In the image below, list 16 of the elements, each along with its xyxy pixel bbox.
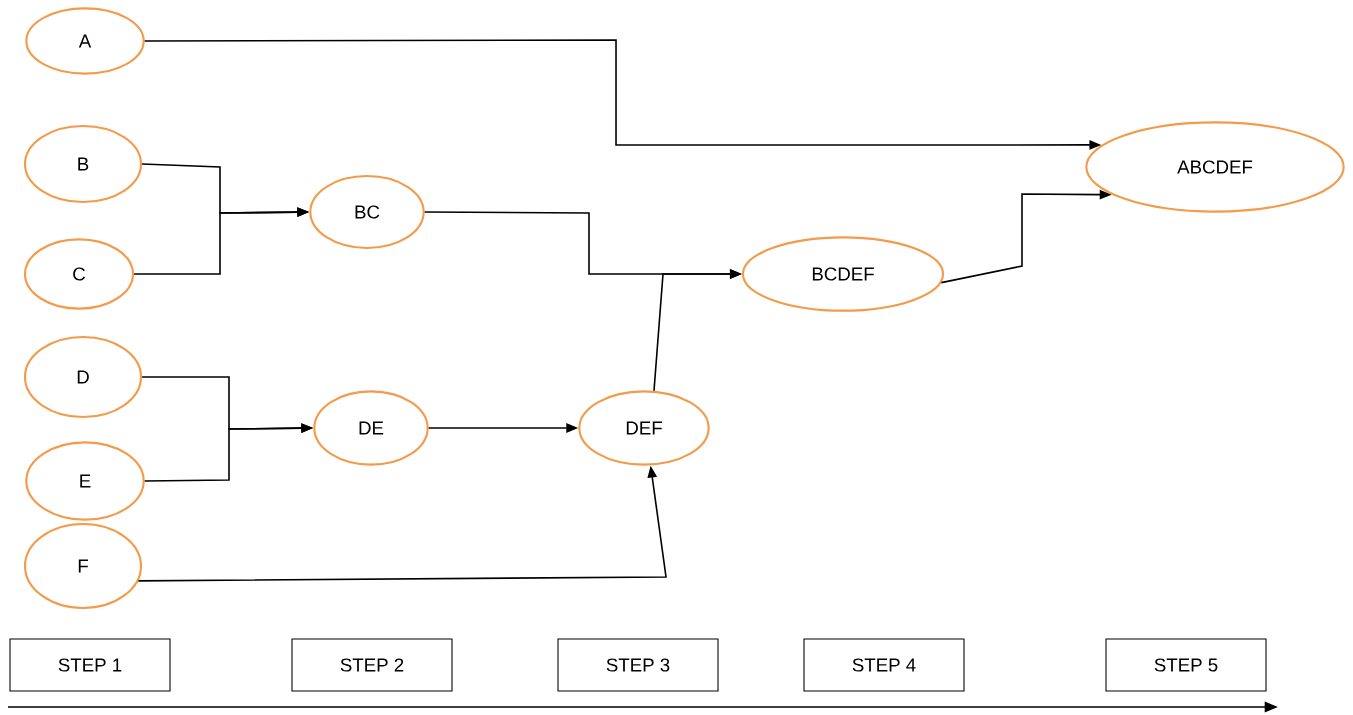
step-box: STEP 3	[557, 638, 719, 692]
ellipse-node: F	[23, 522, 143, 610]
ellipse-node: A	[25, 7, 145, 75]
step-box: STEP 2	[291, 638, 453, 692]
step-box: STEP 1	[9, 638, 171, 692]
step-box: STEP 5	[1105, 638, 1267, 692]
ellipse-node: DEF	[578, 390, 710, 466]
ellipse-node: ABCDEF	[1085, 121, 1345, 213]
ellipse-node: C	[23, 238, 135, 310]
ellipse-node: DE	[313, 390, 429, 466]
step-box: STEP 4	[803, 638, 965, 692]
ellipse-node: BC	[309, 174, 425, 250]
ellipse-node: B	[23, 124, 143, 204]
ellipse-node: D	[23, 335, 143, 419]
ellipse-node: E	[25, 441, 145, 521]
ellipse-node: BCDEF	[741, 236, 945, 312]
